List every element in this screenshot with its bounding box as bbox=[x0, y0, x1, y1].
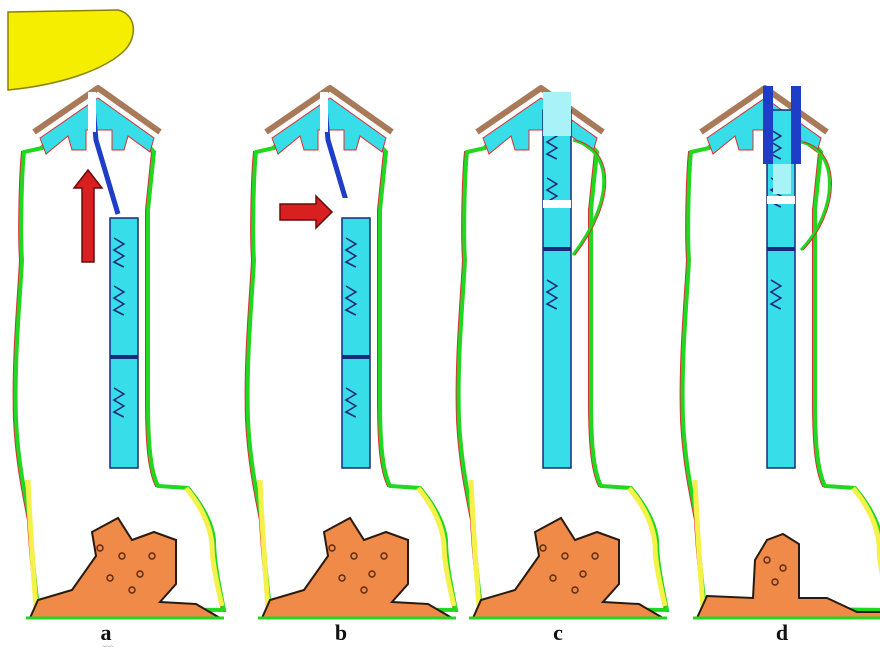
light-core bbox=[773, 164, 791, 194]
panel-d-label: d bbox=[776, 620, 788, 645]
pore-gap bbox=[88, 92, 96, 132]
pore-gap bbox=[320, 92, 328, 132]
dendrite-column bbox=[543, 110, 571, 468]
pore-open bbox=[332, 198, 354, 216]
panel-c-label: c bbox=[553, 620, 563, 645]
panel-a-label: a bbox=[101, 620, 112, 645]
column-gap bbox=[543, 200, 571, 208]
navy-bar-right bbox=[791, 86, 801, 164]
column-gap bbox=[767, 196, 795, 204]
light-plug bbox=[543, 92, 571, 136]
small-mark: ~~~ bbox=[102, 643, 114, 649]
navy-bar-left bbox=[763, 86, 773, 164]
panel-b-label: b bbox=[335, 620, 347, 645]
